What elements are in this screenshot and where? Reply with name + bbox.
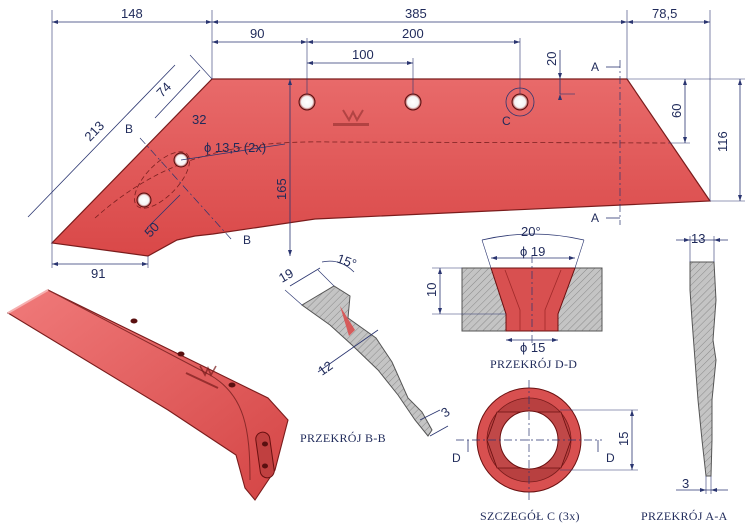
hole-left-2 [136,192,152,208]
dim-13: 13 [691,231,705,246]
section-d-d: 20° ϕ 19 10 ϕ 15 PRZEKRÓJ D-D [424,224,603,371]
dim-60: 60 [669,104,684,118]
top-dimensions: 148 385 78,5 90 200 100 [51,6,711,243]
section-b-b: 19 15° 12 3 PRZEKRÓJ B-B [276,251,453,445]
dim-165: 165 [274,178,289,200]
dim-116: 116 [715,131,730,152]
dim-200: 200 [402,26,424,41]
iso-hole-2 [177,351,185,357]
dim-15deg: 15° [335,251,359,272]
dim-19: 19 [276,265,296,285]
dim-15: 15 [616,432,631,446]
bevel-line [94,141,669,219]
logo-mark [333,109,369,126]
dim-32: 32 [192,112,206,127]
hole-2 [404,93,422,111]
dim-3-bb: 3 [438,404,453,420]
dim-20: 20 [544,52,559,66]
section-a-a: 13 3 PRZEKRÓJ A-A [641,231,728,523]
dim-74: 74 [153,79,174,100]
left-slot-outline [134,151,190,209]
top-holes [298,87,535,117]
dim-20deg: 20° [521,224,541,239]
dim-12: 12 [315,358,335,379]
caption-section-dd: PRZEKRÓJ D-D [490,357,577,371]
label-D-right: D [606,451,615,465]
dim-78-5: 78,5 [652,6,677,21]
dim-3-aa: 3 [682,476,689,491]
caption-detail-c: SZCZEGÓŁ C (3x) [480,509,580,523]
dim-213: 213 [81,118,107,144]
iso-edge-highlight [7,289,49,314]
section-bb-profile [301,285,433,437]
dim-dia-19: ϕ 19 [520,244,545,259]
detail-c: 15 D D SZCZEGÓŁ C (3x) [452,380,638,523]
isometric-view [6,289,289,501]
hole-1 [298,93,316,111]
iso-hole-3 [228,382,236,388]
dim-10: 10 [424,283,439,297]
dim-385: 385 [405,6,427,21]
caption-section-bb: PRZEKRÓJ B-B [300,431,386,445]
iso-hole-1 [130,318,138,324]
iso-plate [6,289,289,501]
label-D-left: D [452,451,461,465]
dim-148: 148 [121,6,143,21]
left-dimensions: 213 74 32 ϕ 13,5 (2x) 50 B B 165 91 [27,54,292,281]
label-A-top: A [591,60,599,74]
section-aa-profile [689,261,717,477]
iso-logo [185,365,219,389]
right-dimensions: 20 60 116 A A C [502,50,745,225]
label-B-top: B [125,122,133,136]
label-A-bottom: A [591,211,599,225]
dim-hole-dia: ϕ 13,5 (2x) [204,140,266,155]
caption-section-aa: PRZEKRÓJ A-A [641,509,728,523]
iso-fold [47,289,251,481]
dim-90: 90 [250,26,264,41]
dim-100: 100 [352,47,374,62]
dim-dia-15: ϕ 15 [520,340,545,355]
iso-slot [255,431,275,479]
hole-3 [511,93,529,111]
label-B-bottom: B [243,233,251,247]
dim-91: 91 [91,266,105,281]
plate-body [50,78,712,257]
label-C: C [502,114,511,128]
